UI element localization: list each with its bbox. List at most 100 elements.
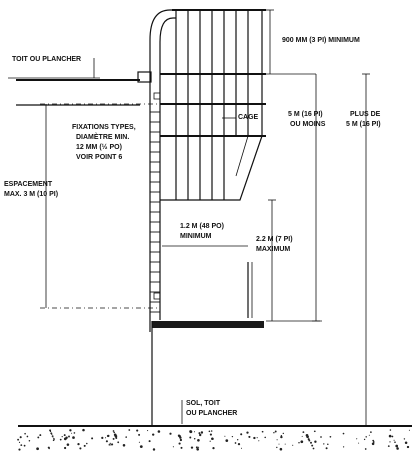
reference-lines [40, 9, 322, 322]
ground-dot [112, 430, 115, 432]
ground-dot [180, 446, 183, 449]
ground-dot [108, 444, 111, 446]
ground-dot [106, 435, 109, 437]
ground-dot [179, 436, 182, 439]
ground-dot [68, 435, 70, 438]
ground-dot [152, 433, 155, 436]
ground-dot [327, 443, 329, 445]
ground-dot [198, 432, 201, 435]
ground-dot [300, 440, 304, 444]
ground-dot [190, 446, 194, 449]
landing-platform [151, 262, 264, 426]
ground-dot [231, 435, 234, 438]
ground-dot [393, 439, 395, 441]
ground-dot [389, 441, 391, 443]
ground-dot [179, 438, 183, 442]
ground-dot [365, 436, 367, 438]
label-plus-de-line2: 5 M (16 PI) [346, 121, 381, 128]
ladder [149, 9, 176, 332]
ground-dot [77, 442, 80, 446]
ground-dot [26, 435, 29, 438]
ground-dot [370, 431, 372, 433]
ground-dot [101, 436, 104, 440]
label-fixations-line1: FIXATIONS TYPES, [72, 124, 136, 131]
ground-dot [197, 439, 200, 442]
ground-dot [39, 434, 42, 437]
ground-dot [306, 435, 309, 439]
labels: TOIT OU PLANCHER 900 MM (3 PI) MINIMUM F… [4, 37, 381, 417]
label-5m-line2: OU MOINS [290, 121, 326, 128]
ground-dot [279, 447, 283, 451]
ground-dot [225, 439, 229, 442]
ground-dot [178, 442, 181, 445]
ground-dot [280, 434, 283, 437]
ground-dot [59, 438, 62, 441]
ground-dot [17, 438, 20, 441]
ground-dot [209, 440, 211, 442]
ground-dot [139, 445, 143, 448]
ground-dot [53, 439, 55, 441]
ground-dot [273, 432, 275, 434]
label-toit-ou-plancher: TOIT OU PLANCHER [12, 56, 81, 63]
label-espacement-line1: ESPACEMENT [4, 181, 53, 188]
ground-dot [371, 442, 375, 446]
ground-dot [18, 441, 21, 443]
ground-dot [240, 447, 243, 449]
ground-dot [405, 442, 407, 444]
ground-dot [403, 438, 406, 440]
roof-edge-block [137, 71, 152, 83]
ground-dot [200, 431, 204, 434]
ladder-left-rail [149, 9, 172, 332]
ground-dot [311, 444, 314, 447]
ground-dot [342, 432, 345, 435]
label-1-2m-line2: MINIMUM [180, 233, 212, 240]
ground-dot [72, 436, 75, 439]
ground-dot [368, 434, 370, 436]
ground-dot [114, 434, 118, 438]
label-fixations-line4: VOIR POINT 6 [76, 154, 122, 161]
ground-dot [372, 439, 375, 442]
ground-dot [264, 436, 266, 439]
ground-dot [128, 429, 131, 431]
ground-dot [148, 440, 151, 443]
ground-dot [195, 446, 198, 449]
ground-dot [48, 447, 50, 450]
label-fixations-line3: 12 MM (½ PO) [76, 143, 122, 151]
ground-dot [342, 446, 345, 448]
ground-dot [329, 435, 332, 438]
ground-dot [147, 430, 149, 432]
ground-dot [19, 436, 22, 439]
ground-dot [258, 440, 260, 442]
ground-dot [363, 438, 366, 441]
ground-dot [49, 430, 52, 433]
ground-dot [212, 446, 215, 450]
ground-dot [196, 448, 199, 451]
ground-dot [172, 446, 174, 448]
roof-slab [16, 71, 152, 106]
ground-dot [292, 444, 294, 446]
ground-dot [240, 433, 243, 436]
ground-dot [282, 432, 284, 435]
ground-dot [138, 441, 140, 443]
platform-slab [152, 321, 264, 328]
ground-dot [313, 430, 316, 433]
fixation-brackets [153, 92, 161, 300]
ground-dot [152, 448, 156, 451]
ground-dot [51, 433, 53, 435]
ground-dot [105, 440, 108, 443]
ground-dot [301, 435, 303, 437]
ground-dot [20, 444, 23, 447]
ladder-rungs [150, 111, 160, 313]
ground-dot [66, 443, 70, 446]
ground-dot [237, 442, 241, 446]
label-5m-line1: 5 M (16 PI) [288, 111, 323, 118]
ground-dot [199, 433, 202, 437]
label-fixations-line2: DIAMÈTRE MIN. [76, 132, 129, 141]
label-2-2m-line2: MAXIMUM [256, 246, 290, 253]
ground-dot [189, 436, 192, 439]
ground-dot [69, 429, 72, 432]
ground-dot [372, 441, 375, 443]
ground-dot [23, 444, 26, 447]
ground-dot [197, 446, 200, 448]
